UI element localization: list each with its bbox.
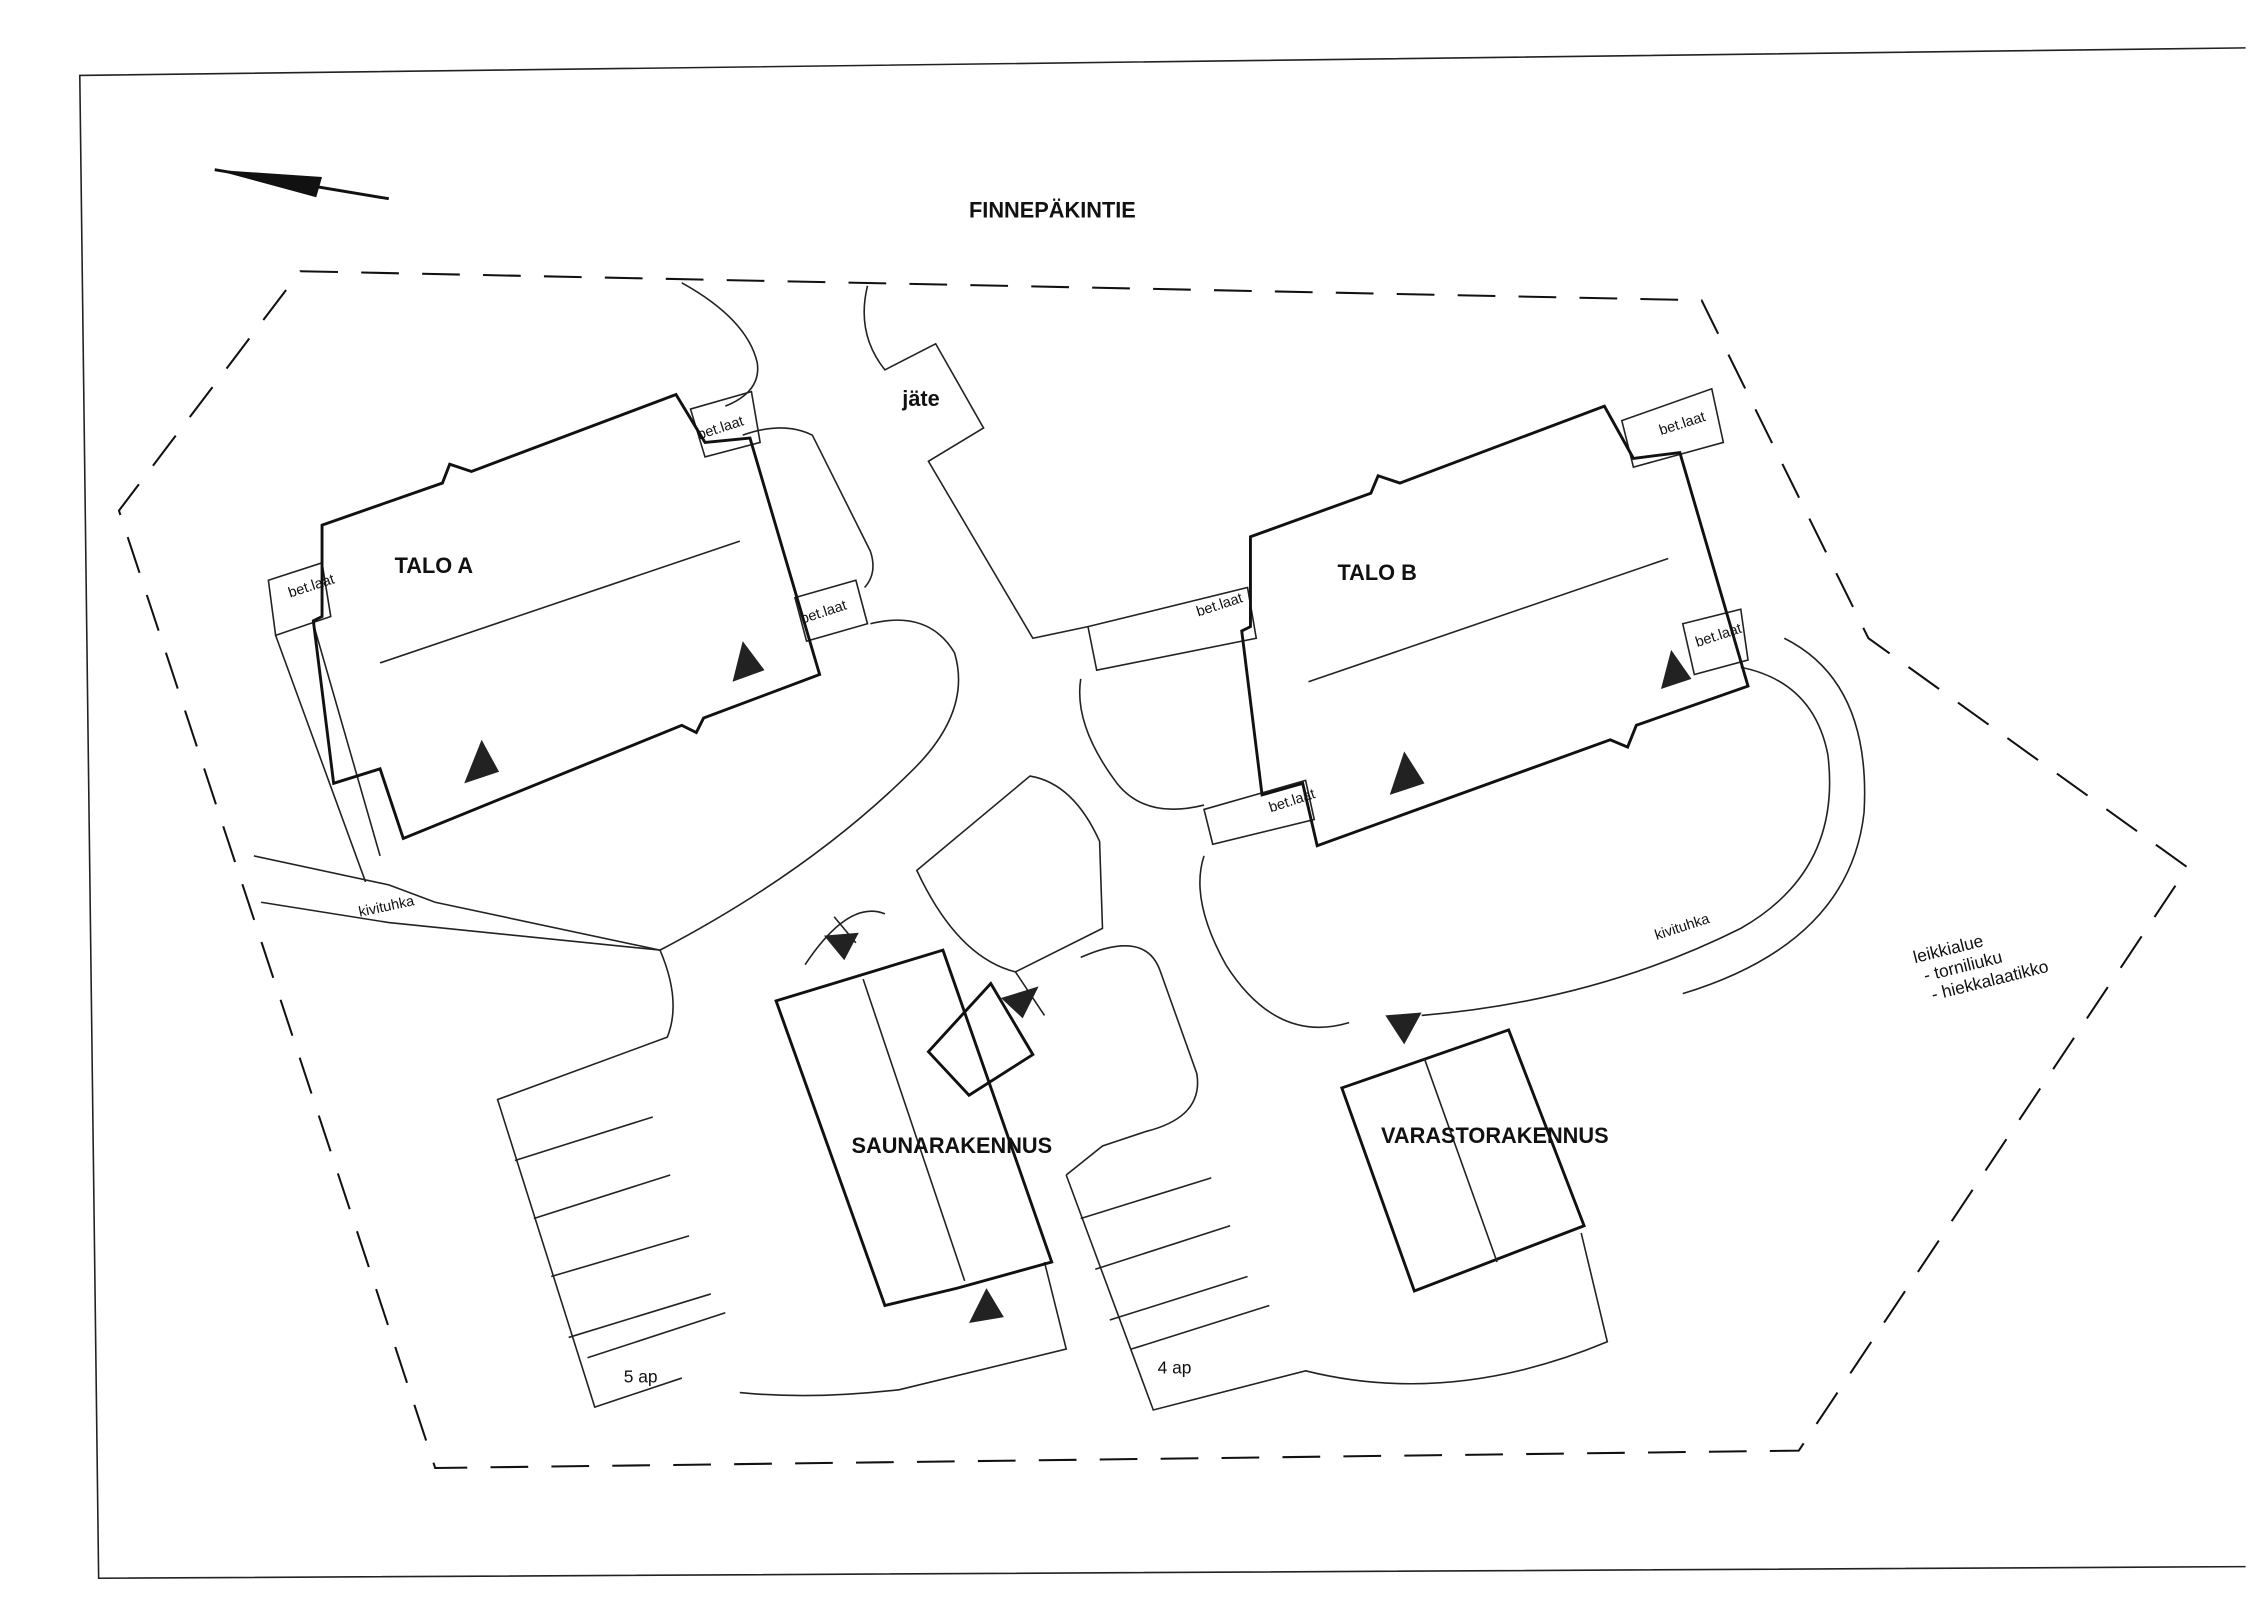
paving-slabs	[267, 387, 1749, 883]
entrance-triangle-icon	[969, 1288, 1004, 1323]
paving-label: bet.laat	[798, 598, 848, 628]
building-sauna	[774, 932, 1054, 1323]
drawing-frame	[78, 47, 2246, 1580]
road-name: FINNEPÄKINTIE	[969, 198, 1136, 223]
plot-boundary	[117, 270, 2189, 1470]
entrance-triangle-icon	[732, 641, 765, 682]
entrance-triangle-icon	[1660, 649, 1692, 690]
entrance-triangle-icon	[1389, 751, 1425, 795]
building-label-varasto: VARASTORAKENNUS	[1381, 1123, 1609, 1148]
gravel-label: kivituhka	[357, 893, 416, 921]
roads	[253, 282, 1866, 1411]
parking-label-right: 4 ap	[1158, 1358, 1192, 1378]
parking-left	[514, 1116, 726, 1359]
gravel-label: kivituhka	[1653, 911, 1712, 944]
playground-note: leikkialue - torniliuku - hiekkalaatikko	[1911, 930, 2050, 1004]
building-talo-b	[1240, 404, 1750, 848]
building-label-talo-b: TALO B	[1337, 560, 1416, 585]
entrance-triangle-icon	[464, 739, 500, 784]
building-varasto	[1339, 1012, 1586, 1293]
parking-right	[1080, 1177, 1270, 1350]
entrance-triangle-icon	[823, 932, 859, 961]
paving-label: bet.laat	[1657, 409, 1707, 439]
building-label-talo-a: TALO A	[395, 553, 474, 578]
entrance-triangle-icon	[1385, 1012, 1422, 1045]
building-talo-a	[311, 392, 822, 841]
parking-label-left: 5 ap	[624, 1366, 658, 1386]
waste-label: jäte	[901, 386, 939, 411]
building-label-sauna: SAUNARAKENNUS	[852, 1133, 1053, 1158]
paving-label: bet.laat	[286, 572, 336, 602]
entrance-triangle-icon	[1000, 986, 1039, 1019]
north-arrow-icon	[214, 168, 390, 201]
